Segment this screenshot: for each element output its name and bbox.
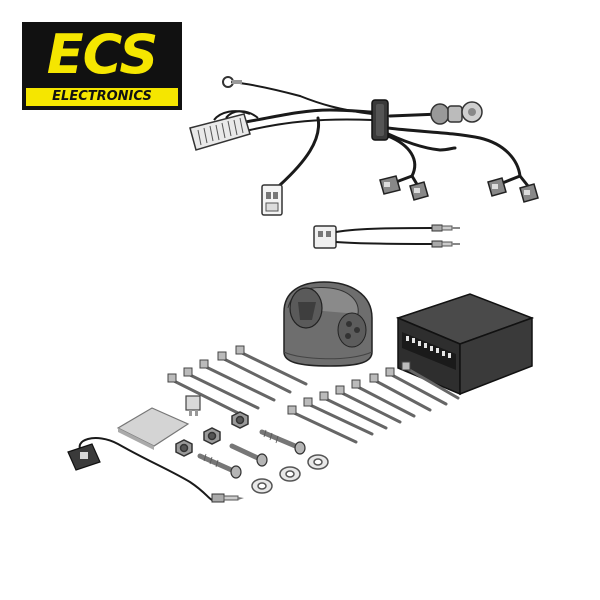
fuse <box>185 395 201 416</box>
lamp-connectors-left <box>379 175 429 201</box>
nut-3 <box>175 439 193 457</box>
sensor-lead <box>67 437 244 503</box>
nut-2 <box>203 427 221 445</box>
wiring-harness <box>231 81 530 188</box>
vehicle-connector <box>189 110 259 151</box>
washer-3 <box>251 478 273 494</box>
washer-1 <box>307 454 329 470</box>
cable-tie-heads <box>167 345 411 415</box>
bolts <box>197 429 306 479</box>
cable-ties <box>170 350 460 444</box>
ring-terminal <box>222 76 242 88</box>
socket-13-pin <box>283 281 373 367</box>
ecs-logo: ECS ELECTRONICS <box>22 22 182 110</box>
foam-pad <box>116 407 190 450</box>
logo-subtitle: ELECTRONICS <box>26 88 178 106</box>
control-module <box>395 293 535 396</box>
small-connector <box>261 184 283 216</box>
logo-wordmark: ECS <box>46 23 158 86</box>
washers <box>251 454 329 494</box>
grommet <box>371 99 389 141</box>
nuts <box>175 411 249 457</box>
washer-2 <box>279 466 301 482</box>
round-connector <box>430 101 483 125</box>
connector-adapter <box>313 224 460 249</box>
nut-1 <box>231 411 249 429</box>
lamp-connectors-right <box>487 177 539 203</box>
